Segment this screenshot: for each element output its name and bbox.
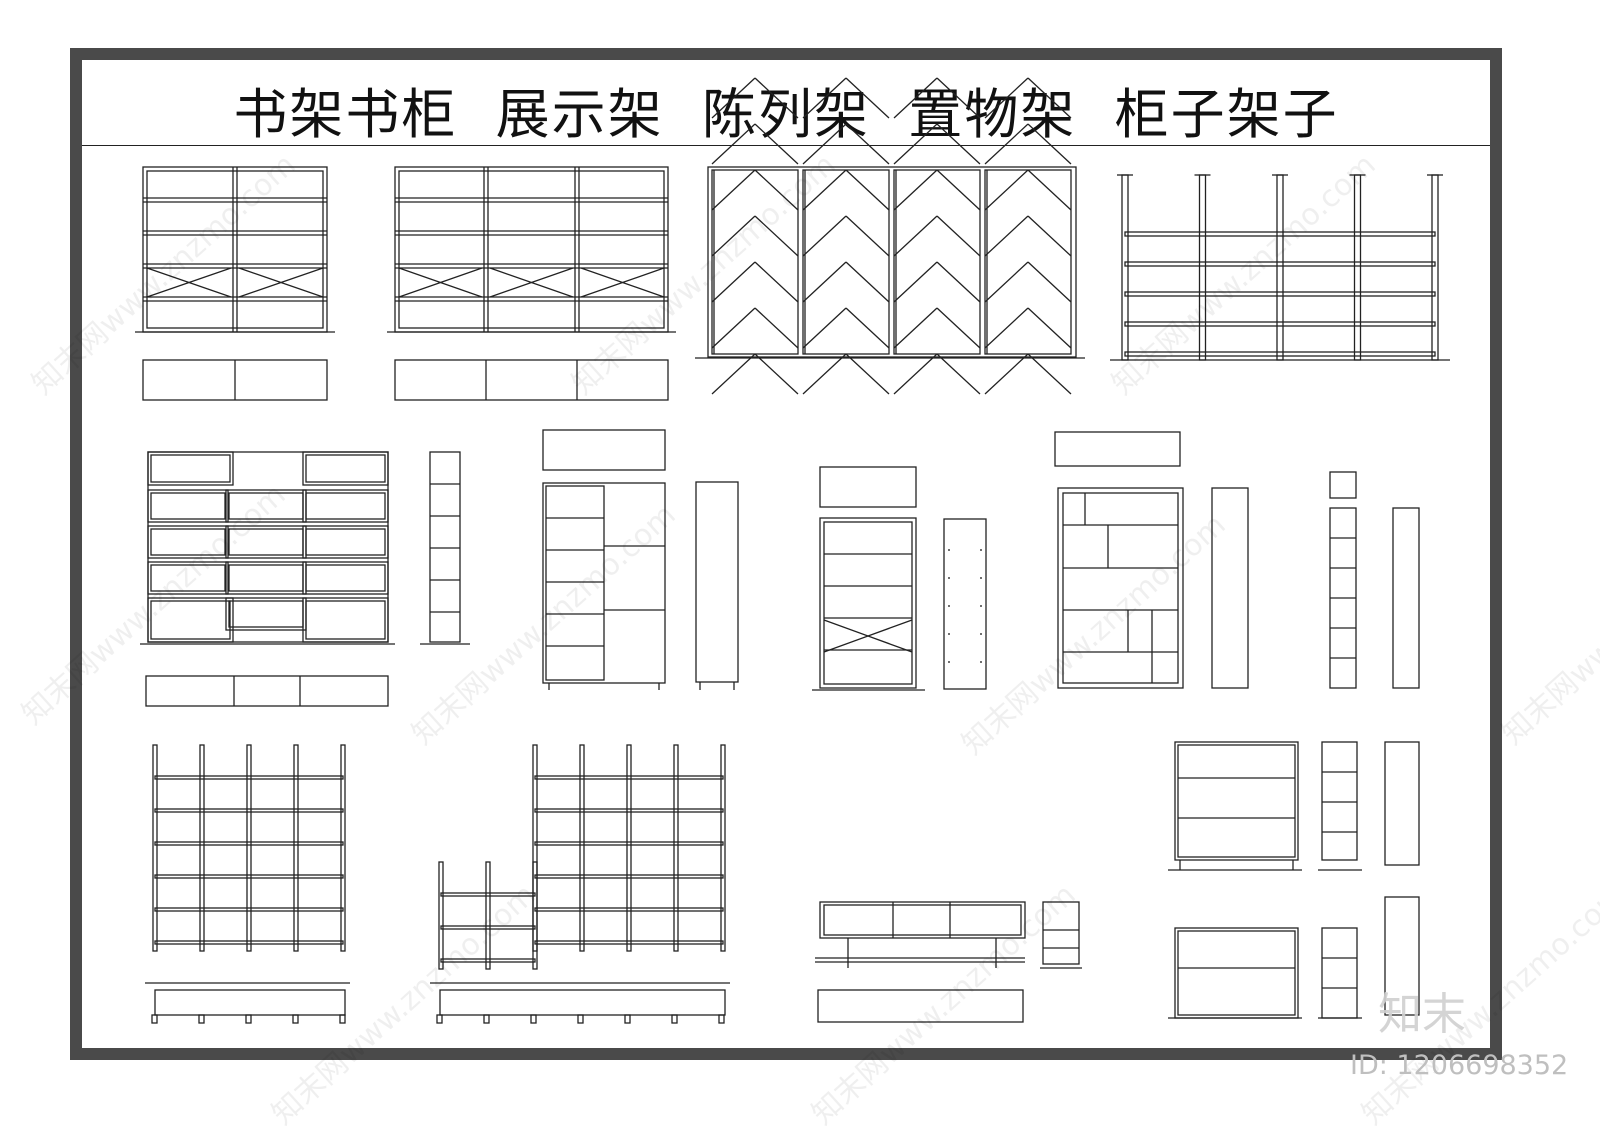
ladder-bookcase-large <box>152 744 346 952</box>
tall-cabinet-with-doors <box>542 429 739 690</box>
asymmetric-display-cabinet <box>1054 431 1420 689</box>
brand-logo: 知末 <box>1378 989 1466 1040</box>
herringbone-display-panel <box>695 77 1085 395</box>
ladder-bookcase-stepped-upper <box>532 744 726 952</box>
low-media-cabinet <box>815 901 1082 1023</box>
ladder-bookcase-stepped-lower <box>438 861 538 970</box>
ladder-bookcase-stepped-plan <box>430 982 730 1024</box>
staggered-cube-bookcase <box>140 451 470 707</box>
image-id: ID: 1206698352 <box>1350 1050 1569 1081</box>
small-shelf-cabinets <box>1168 741 1420 1019</box>
wall-ladder-shelf <box>1110 174 1450 361</box>
bookshelf-3bay-elevation <box>387 166 676 401</box>
sheet-title: 书架书柜 展示架 陈列架 置物架 柜子架子 <box>233 83 1339 146</box>
narrow-shelf-unit <box>812 466 987 691</box>
sheet-inner-area <box>82 60 1490 1048</box>
title-bar: 书架书柜 展示架 陈列架 置物架 柜子架子 <box>82 60 1490 146</box>
ladder-bookcase-large-plan <box>145 982 350 1024</box>
bookshelf-2bay-elevation <box>135 166 335 401</box>
